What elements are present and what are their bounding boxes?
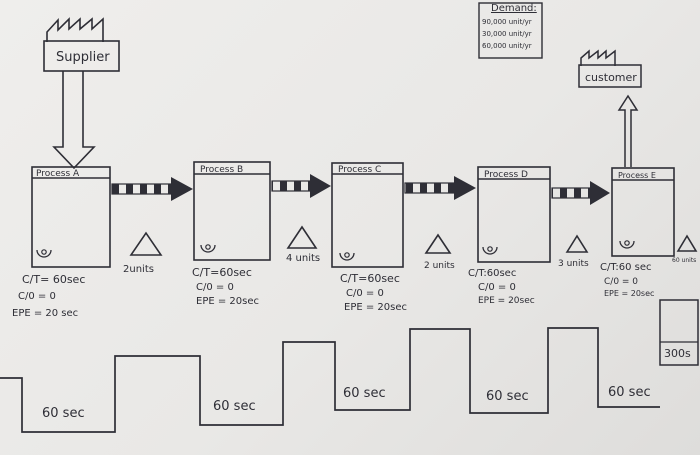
process-d-ct: C/T:60sec xyxy=(468,268,516,279)
demand-line-3: 60,000 unit/yr xyxy=(482,42,532,50)
process-e-title: Process E xyxy=(618,171,656,180)
process-d-title: Process D xyxy=(484,170,528,180)
timeline-value-4: 60 sec xyxy=(486,389,529,404)
supplier-label: Supplier xyxy=(56,50,110,65)
process-c-title: Process C xyxy=(338,165,381,175)
process-e-ct: C/T:60 sec xyxy=(600,262,652,273)
process-a-epe: EPE = 20 sec xyxy=(12,308,78,319)
customer-box xyxy=(578,64,642,88)
timeline-value-2: 60 sec xyxy=(213,399,256,414)
inventory-label-4: 3 units xyxy=(558,259,589,269)
demand-line-2: 30,000 unit/yr xyxy=(482,30,532,38)
process-a-title: Process A xyxy=(36,169,80,179)
process-d: Process D xyxy=(477,166,551,263)
timeline-value-5: 60 sec xyxy=(608,385,651,400)
process-e-data: C/T:60 sec C/0 = 0 EPE = 20sec xyxy=(600,262,654,298)
process-c-co: C/0 = 0 xyxy=(346,288,384,299)
supplier-factory: Supplier xyxy=(43,17,120,170)
inventory-triangle-icon xyxy=(424,233,452,254)
process-e-epe: EPE = 20sec xyxy=(604,289,654,298)
inventory-label-1: 2units xyxy=(123,264,154,275)
process-a-ct: C/T= 60sec xyxy=(22,273,85,286)
operator-icon xyxy=(200,244,216,253)
process-a-data: C/T= 60sec C/0 = 0 EPE = 20 sec xyxy=(12,273,85,319)
inventory-triangle-icon xyxy=(676,234,698,252)
timeline-value-1: 60 sec xyxy=(42,406,85,421)
operator-icon xyxy=(482,246,498,255)
timeline-value-3: 60 sec xyxy=(343,386,386,401)
inventory-triangle-icon xyxy=(565,234,589,253)
factory-roof-icon xyxy=(580,49,616,66)
push-arrow-icon xyxy=(551,181,610,205)
total-time-box: 300s xyxy=(659,299,699,366)
total-time-value: 300s xyxy=(664,347,691,360)
customer-label: customer xyxy=(585,71,637,84)
process-b-title: Process B xyxy=(200,165,243,175)
process-c: Process C xyxy=(331,162,404,268)
process-d-data: C/T:60sec C/0 = 0 EPE = 20sec xyxy=(468,268,535,306)
supplier-box xyxy=(43,40,120,72)
inventory-triangle-icon xyxy=(286,225,318,249)
push-arrow-icon xyxy=(271,174,331,198)
process-c-ct: C/T=60sec xyxy=(340,272,400,285)
process-a-co: C/0 = 0 xyxy=(18,291,56,302)
process-b: Process B xyxy=(193,161,271,261)
process-d-epe: EPE = 20sec xyxy=(478,296,535,306)
process-c-epe: EPE = 20sec xyxy=(344,302,407,313)
supply-arrow-icon xyxy=(52,71,96,170)
factory-roof-icon xyxy=(46,17,104,42)
process-b-co: C/0 = 0 xyxy=(196,282,234,293)
inventory-label-2: 4 units xyxy=(286,253,320,264)
operator-icon xyxy=(619,240,635,249)
inventory-label-5: 60 units xyxy=(672,257,696,264)
process-c-data: C/T=60sec C/0 = 0 EPE = 20sec xyxy=(340,272,407,313)
demand-line-1: 90,000 unit/yr xyxy=(482,18,532,26)
process-e-co: C/0 = 0 xyxy=(604,277,638,287)
demand-title: Demand: xyxy=(491,3,537,14)
process-e: Process E xyxy=(611,167,675,257)
timeline-ladder xyxy=(0,327,660,433)
inventory-label-3: 2 units xyxy=(424,261,455,271)
process-b-ct: C/T=60sec xyxy=(192,266,252,279)
inventory-triangle-icon xyxy=(129,231,163,256)
operator-icon xyxy=(36,249,52,258)
push-arrow-icon xyxy=(404,176,476,200)
operator-icon xyxy=(339,252,355,261)
shipment-arrow-icon xyxy=(617,94,639,167)
demand-box: Demand: 90,000 unit/yr 30,000 unit/yr 60… xyxy=(478,2,543,59)
push-arrow-icon xyxy=(111,177,193,201)
process-a: Process A xyxy=(31,166,111,268)
process-b-epe: EPE = 20sec xyxy=(196,296,259,307)
process-b-data: C/T=60sec C/0 = 0 EPE = 20sec xyxy=(192,266,259,307)
process-d-co: C/0 = 0 xyxy=(478,282,516,293)
customer-factory: customer xyxy=(578,49,642,167)
